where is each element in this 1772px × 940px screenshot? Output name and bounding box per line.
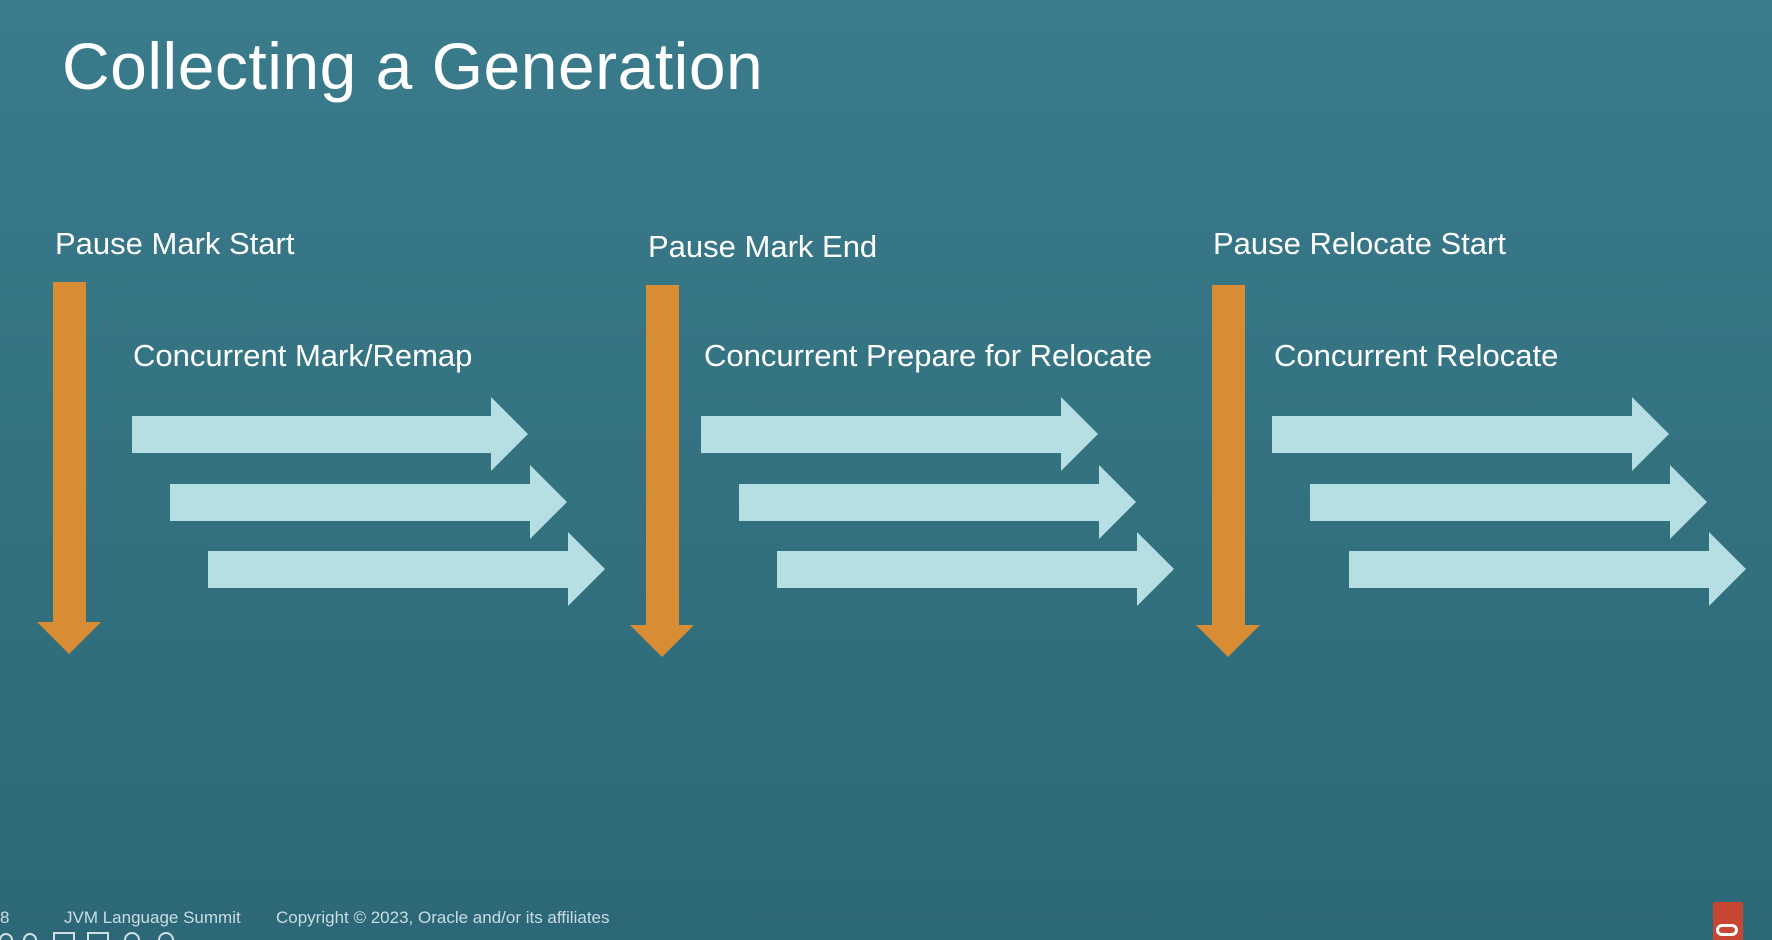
control-icon-1 [0,933,13,940]
player-controls [0,932,174,940]
phase-2-arrows [630,285,1174,657]
footer-copyright: Copyright © 2023, Oracle and/or its affi… [276,908,610,927]
pause-arrow-3 [1196,285,1260,657]
oracle-ring-icon [1716,924,1738,936]
concurrent-arrow-1b [170,465,567,539]
slide-title: Collecting a Generation [62,29,764,103]
concurrent-arrow-2a [701,397,1098,471]
concurrent-label-2: Concurrent Prepare for Relocate [704,338,1153,373]
control-icon-3 [53,932,75,940]
concurrent-arrow-3c [1349,532,1746,606]
oracle-logo-icon [1713,902,1743,940]
concurrent-arrow-2c [777,532,1174,606]
footer-event: JVM Language Summit [64,908,241,927]
control-icon-5 [124,932,140,940]
concurrent-arrow-1a [132,397,528,471]
pause-label-3: Pause Relocate Start [1213,226,1506,261]
concurrent-arrow-3b [1310,465,1707,539]
concurrent-arrow-2b [739,465,1136,539]
concurrent-label-3: Concurrent Relocate [1274,338,1559,373]
pause-label-1: Pause Mark Start [55,226,295,261]
phase-1-arrows [37,282,605,654]
concurrent-arrow-1c [208,532,605,606]
pause-label-2: Pause Mark End [648,229,878,264]
concurrent-arrow-3a [1272,397,1669,471]
control-icon-4 [87,932,109,940]
control-icon-6 [158,932,174,940]
footer-page-number: 8 [0,908,10,927]
concurrent-label-1: Concurrent Mark/Remap [133,338,473,373]
pause-arrow-1 [37,282,101,654]
pause-arrow-2 [630,285,694,657]
control-icon-2 [23,933,37,940]
phase-3-arrows [1196,285,1746,657]
